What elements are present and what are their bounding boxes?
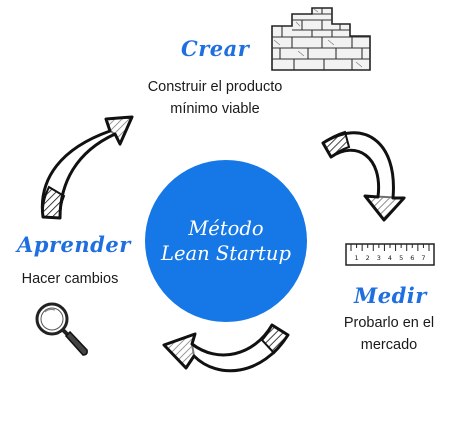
center-hub: Método Lean Startup (145, 160, 307, 322)
magnifying-glass-icon (35, 302, 88, 356)
stage-desc-medir-line1: Probarlo en el (343, 315, 435, 331)
ruler-tick-label: 1 (355, 254, 359, 262)
stage-desc-crear: Construir el producto mínimo viable (131, 76, 299, 120)
ruler-tick-label: 6 (410, 254, 414, 262)
stage-desc-aprender-line1: Hacer cambios (21, 271, 119, 287)
center-title-line2: Lean Startup (161, 242, 291, 265)
ruler-tick-label: 3 (377, 254, 381, 262)
stage-title-crear: Crear (181, 36, 250, 61)
arrow-crear-to-medir (321, 130, 407, 222)
arrow-aprender-to-crear (40, 115, 134, 220)
stage-desc-crear-line1: Construir el producto (147, 79, 283, 95)
stage-desc-medir: Probarlo en el mercado (330, 312, 448, 356)
stage-title-aprender: Aprender (17, 232, 131, 257)
ruler-tick-label: 4 (388, 254, 392, 262)
brick-wall-icon (271, 7, 371, 71)
arrow-medir-to-aprender (162, 323, 290, 373)
stage-desc-medir-line2: mercado (360, 337, 418, 353)
center-title-line1: Método (188, 217, 264, 240)
ruler-tick-label: 5 (399, 254, 403, 262)
stage-desc-aprender: Hacer cambios (8, 268, 132, 290)
stage-desc-crear-line2: mínimo viable (170, 101, 260, 117)
ruler-tick-label: 7 (421, 254, 425, 262)
ruler-tick-label: 2 (366, 254, 370, 262)
stage-title-medir: Medir (354, 283, 427, 308)
